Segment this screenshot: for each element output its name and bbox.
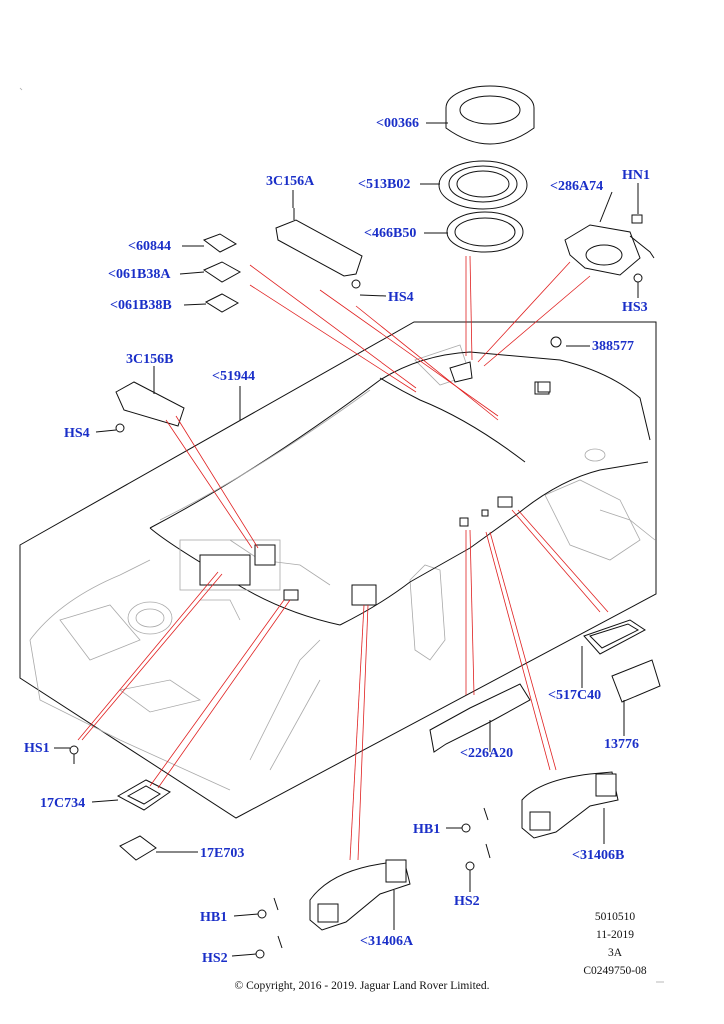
callout-31406a: <31406A xyxy=(360,934,414,949)
callout-17e703: 17E703 xyxy=(200,846,245,861)
callout-hn1: HN1 xyxy=(622,168,650,183)
bezel-17e703 xyxy=(119,835,157,861)
callout-31406b: <31406B xyxy=(572,848,625,863)
callout-466b50: <466B50 xyxy=(364,226,417,241)
lamp-517c40 xyxy=(583,619,646,655)
headliner-panel-outline xyxy=(19,321,657,819)
callout-hs4-left: HS4 xyxy=(64,426,90,441)
meta-revision: 3A xyxy=(607,947,623,959)
headliner-shape xyxy=(149,351,651,626)
callout-hb1-left: HB1 xyxy=(200,910,228,925)
callout-hs1: HS1 xyxy=(24,741,50,756)
callout-226a20: <226A20 xyxy=(460,746,514,761)
meta-date: 11-2019 xyxy=(596,929,634,941)
callout-hb1-right: HB1 xyxy=(413,822,441,837)
bracket-3c156a xyxy=(275,208,363,289)
small-pads xyxy=(202,233,242,313)
callout-513b02: <513B02 xyxy=(358,177,411,192)
meta-illustration-id: C0249750-08 xyxy=(583,965,647,977)
callout-60844: <60844 xyxy=(128,239,171,254)
speaker-bracket-513b02 xyxy=(438,160,528,210)
bracket-226a20 xyxy=(429,683,531,753)
bezel-17c734 xyxy=(116,779,171,811)
clip-388577 xyxy=(537,336,562,393)
screw-hs1 xyxy=(69,745,79,764)
callout-51944: <51944 xyxy=(212,369,255,384)
registration-mark xyxy=(19,87,23,91)
callout-hs2-right: HS2 xyxy=(454,894,480,909)
speaker-ring-00366 xyxy=(445,85,535,145)
copyright-notice: © Copyright, 2016 - 2019. Jaguar Land Ro… xyxy=(234,980,490,992)
speaker-housing-286a74 xyxy=(564,214,655,283)
callout-hs2-left: HS2 xyxy=(202,951,228,966)
callout-061b38a: <061B38A xyxy=(108,267,171,282)
callout-13776: 13776 xyxy=(604,737,639,752)
callout-517c40: <517C40 xyxy=(548,688,602,703)
callout-hs3: HS3 xyxy=(622,300,648,315)
reference-lines xyxy=(77,255,609,861)
bracket-3c156b xyxy=(115,381,185,433)
drawing-metadata: 5010510 11-2019 3A C0249750-08 xyxy=(560,908,670,980)
callout-3c156a: 3C156A xyxy=(266,174,315,189)
grab-handle-31406b xyxy=(521,771,619,839)
meta-number: 5010510 xyxy=(594,911,636,923)
callout-061b38b: <061B38B xyxy=(110,298,172,313)
callout-hs4-top: HS4 xyxy=(388,290,414,305)
callout-17c734: 17C734 xyxy=(40,796,86,811)
callout-286a74: <286A74 xyxy=(550,179,604,194)
speaker-466b50 xyxy=(446,211,524,253)
leader-lines xyxy=(54,122,639,957)
callout-388577: 388577 xyxy=(592,339,634,354)
console-13776 xyxy=(611,659,661,703)
callout-3c156b: 3C156B xyxy=(126,352,174,367)
callout-00366: <00366 xyxy=(376,116,419,131)
grab-handle-31406a xyxy=(309,859,411,931)
